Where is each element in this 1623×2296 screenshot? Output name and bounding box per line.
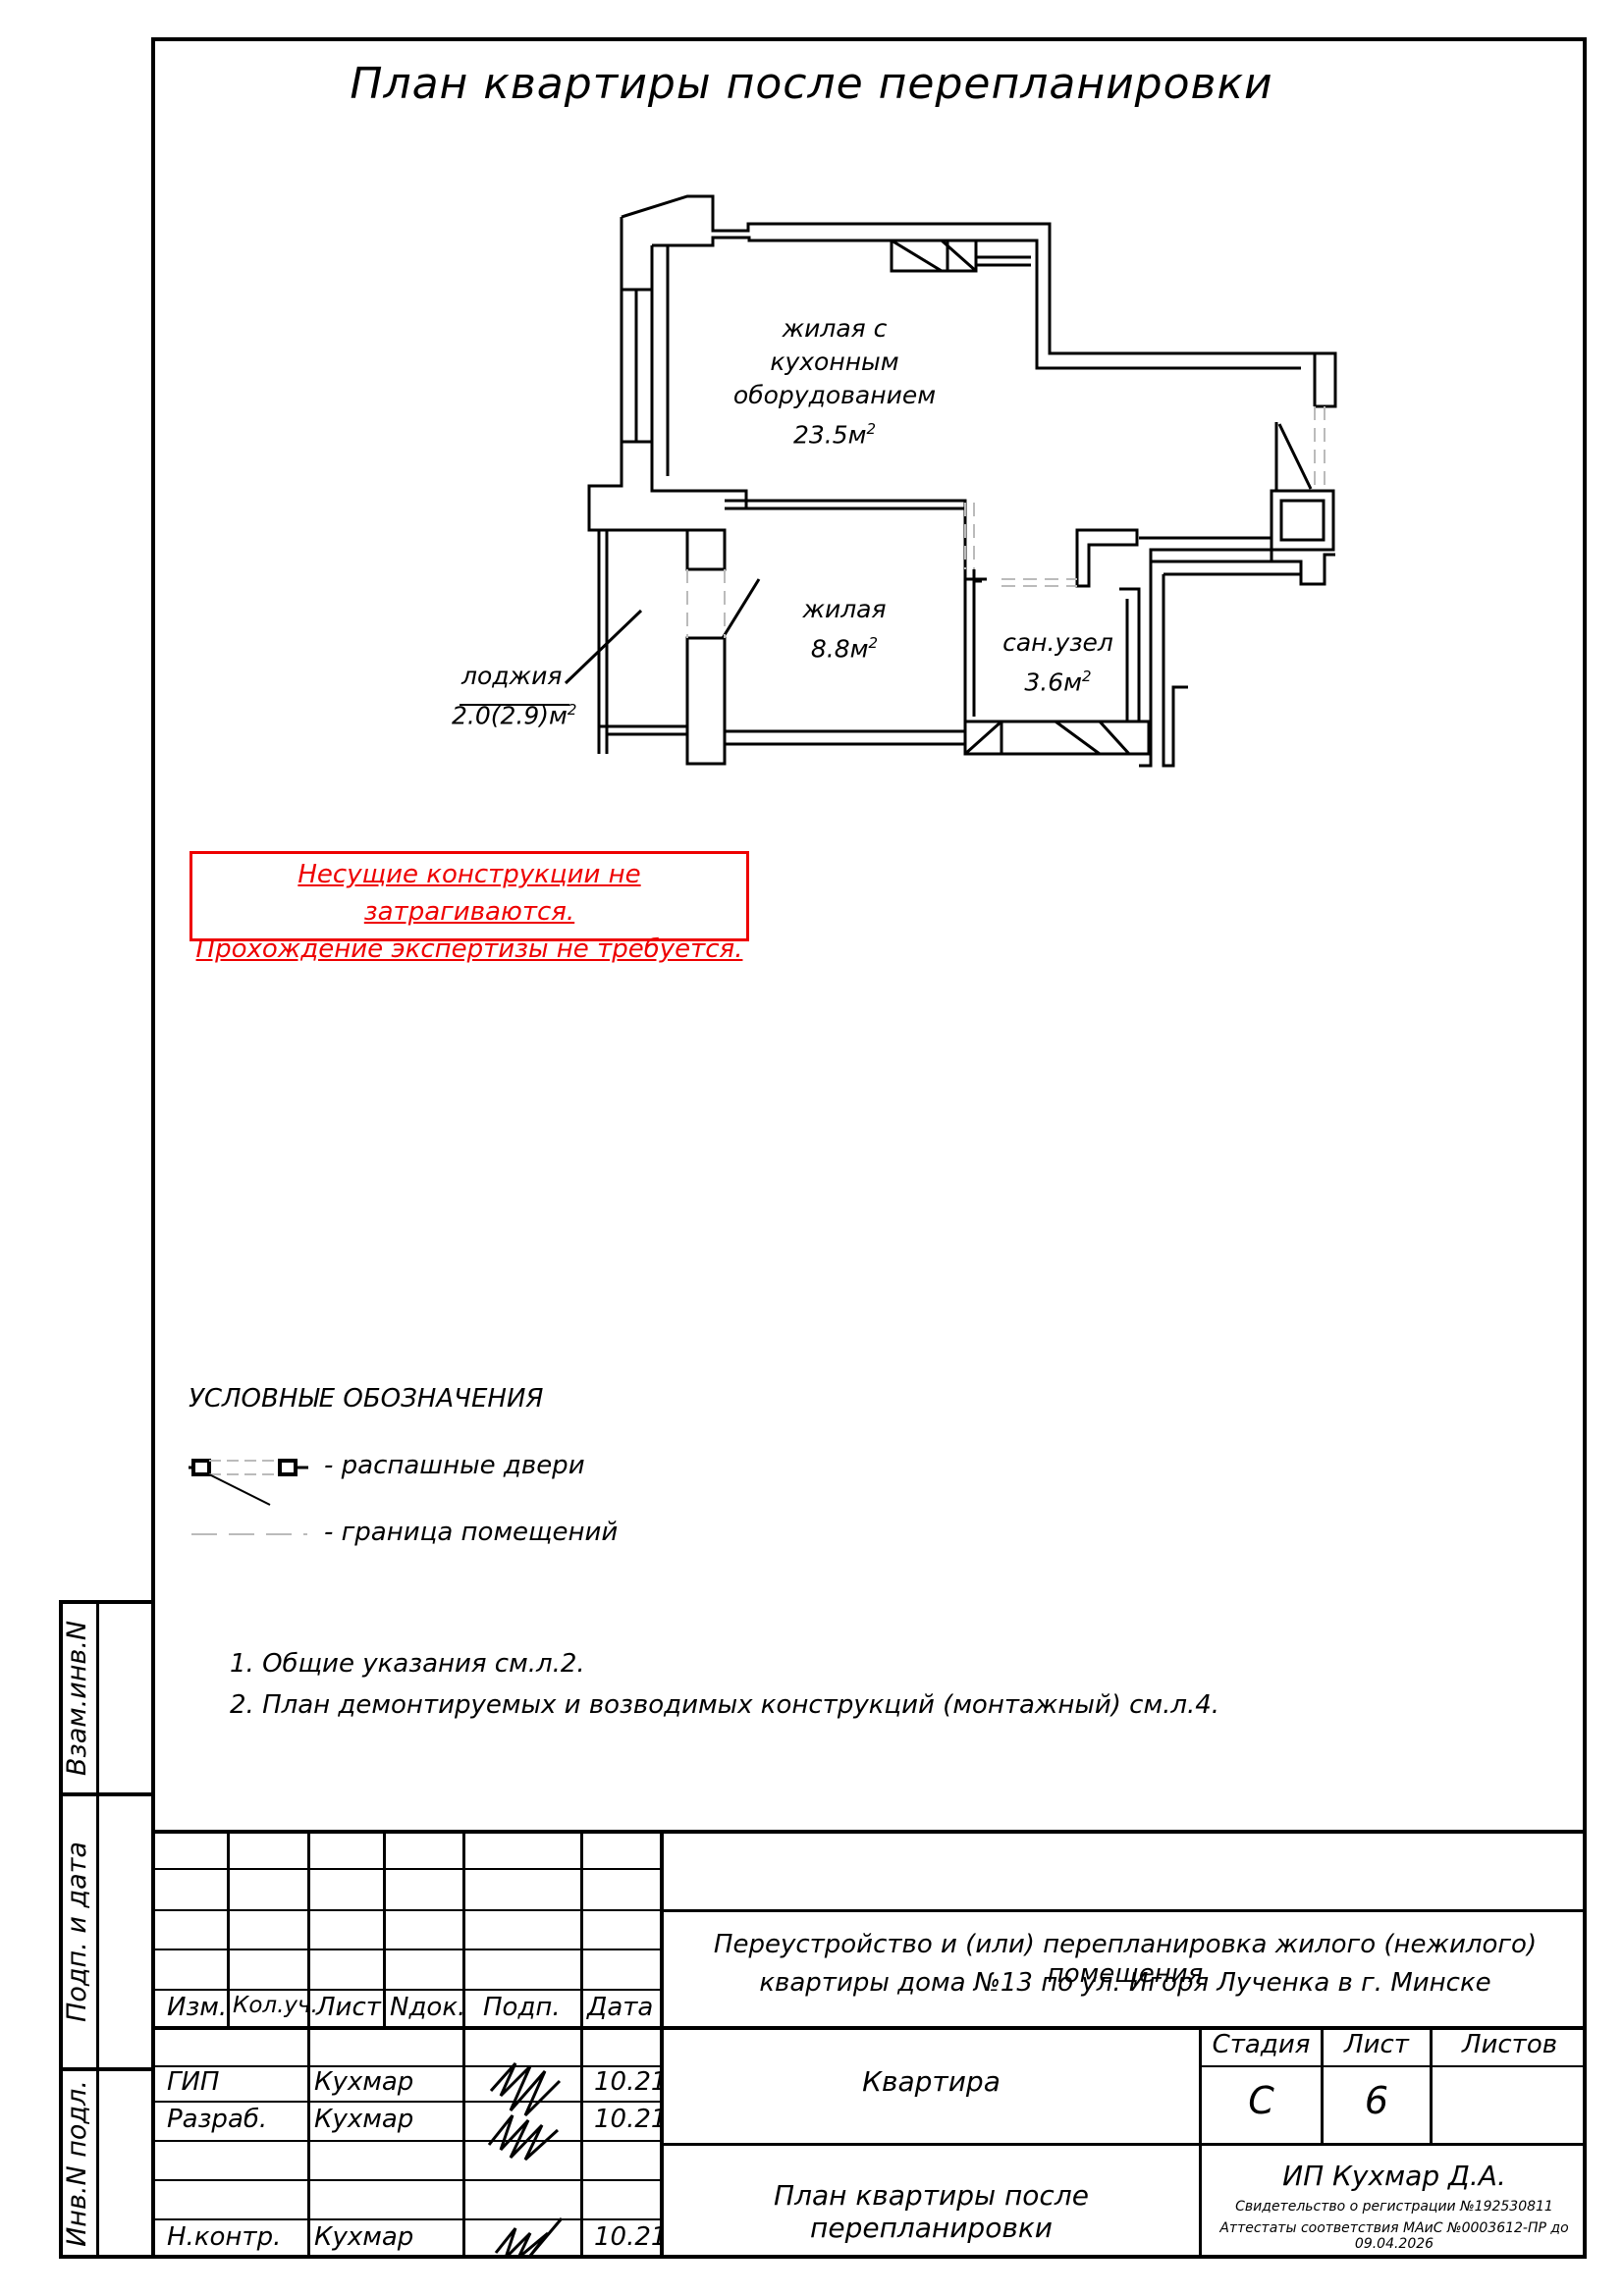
legend-doors: - распашные двери (324, 1451, 585, 1480)
room-living-name: жилая (802, 595, 887, 623)
room-living-kitchen-label: жилая с кухонным оборудованием 23.5м2 (717, 312, 952, 452)
notice-line1: Несущие конструкции не затрагиваются. (298, 860, 641, 927)
project-title-l1: Переустройство и (или) перепланировка жи… (713, 1930, 1538, 1989)
frame-left (151, 37, 155, 2259)
stamp-header-izm: Изм. (167, 1993, 228, 2022)
room-loggia-label: лоджия 2.0(2.9)м2 (452, 660, 579, 732)
side-label-vzam: Взам.инв.N (62, 1620, 92, 1777)
signature-marks (487, 2062, 564, 2258)
drawing-title: План квартиры после перепланировки (350, 59, 1273, 109)
room-loggia-sup: 2 (567, 701, 577, 719)
room-living-kitchen-name-l2: оборудованием (732, 381, 937, 409)
stamp-row-name-gip: Кухмар (314, 2067, 414, 2097)
stamp-row-role-nkontr: Н.контр. (167, 2222, 282, 2252)
legend-heading: УСЛОВНЫЕ ОБОЗНАЧЕНИЯ (189, 1384, 544, 1414)
note-1: 1. Общие указания см.л.2. (230, 1649, 585, 1679)
frame-right (1583, 37, 1587, 2259)
sheet-name: План квартиры после перепланировки (774, 2179, 1089, 2244)
company-reg: Свидетельство о регистрации №192530811 (1235, 2199, 1553, 2215)
side-strip-h2 (59, 2067, 153, 2071)
room-living-label: жилая 8.8м2 (776, 593, 913, 666)
stamp-header-list: Лист (316, 1993, 381, 2022)
stamp-row-name-nkontr: Кухмар (314, 2222, 414, 2252)
boundary-legend-icon (191, 1533, 307, 1535)
notice-line2: Прохождение экспертизы не требуется. (195, 934, 743, 964)
side-label-inv: Инв.N подл. (62, 2080, 92, 2247)
room-bathroom-name: сан.узел (1002, 628, 1113, 657)
stamp-row-role-razrab: Разраб. (167, 2105, 268, 2134)
door-legend-icon (189, 1459, 308, 1506)
stamp-row-date-nkontr: 10.21 (594, 2222, 668, 2252)
room-loggia-area: 2.0(2.9)м (452, 701, 568, 730)
stamp-header-ndok: Nдок. (390, 1993, 466, 2022)
notice-box: Несущие конструкции не затрагиваются. Пр… (189, 851, 749, 964)
side-strip-divider (96, 1600, 99, 2259)
sheets-label: Листов (1461, 2030, 1558, 2059)
frame-bottom (59, 2255, 1587, 2259)
sheet-value: 6 (1364, 2079, 1389, 2122)
sheet-label: Лист (1344, 2030, 1409, 2059)
side-strip-top (59, 1600, 153, 1604)
legend-boundary: - граница помещений (324, 1518, 619, 1547)
company-name: ИП Кухмар Д.А. (1282, 2160, 1506, 2192)
side-strip-outer-left (59, 1600, 63, 2259)
side-strip-h1 (59, 1792, 153, 1796)
stamp-header-podp: Подп. (483, 1993, 561, 2022)
stamp-header-data: Дата (587, 1993, 654, 2022)
room-bathroom-sup: 2 (1082, 667, 1092, 685)
stamp-row-name-razrab: Кухмар (314, 2105, 414, 2134)
room-living-area: 8.8м (810, 634, 869, 664)
room-loggia-name: лоджия (461, 662, 563, 690)
room-living-sup: 2 (868, 634, 879, 652)
stamp-row-date-razrab: 10.21 (594, 2105, 668, 2134)
stage-value: С (1248, 2079, 1274, 2122)
frame-top (153, 37, 1587, 41)
stamp-row-role-gip: ГИП (167, 2067, 220, 2097)
side-label-podp: Подп. и дата (62, 1842, 92, 2022)
note-2: 2. План демонтируемых и возводимых конст… (230, 1690, 1220, 1720)
project-title-l2: квартиры дома №13 по ул. Игоря Лученка в… (759, 1968, 1491, 1998)
room-bathroom-area: 3.6м (1024, 667, 1083, 697)
company-attest: Аттестаты соответствия МАиС №0003612-ПР … (1219, 2220, 1569, 2252)
room-living-kitchen-area: 23.5м (792, 420, 867, 450)
room-living-kitchen-sup: 2 (866, 420, 877, 438)
stamp-row-date-gip: 10.21 (594, 2067, 668, 2097)
object-name: Квартира (862, 2065, 1001, 2098)
room-living-kitchen-name-l1: жилая с кухонным (770, 314, 899, 376)
stamp-header-kol: Кол.уч. (233, 1993, 318, 2018)
stage-label: Стадия (1212, 2030, 1311, 2059)
room-bathroom-label: сан.узел 3.6м2 (992, 626, 1124, 699)
